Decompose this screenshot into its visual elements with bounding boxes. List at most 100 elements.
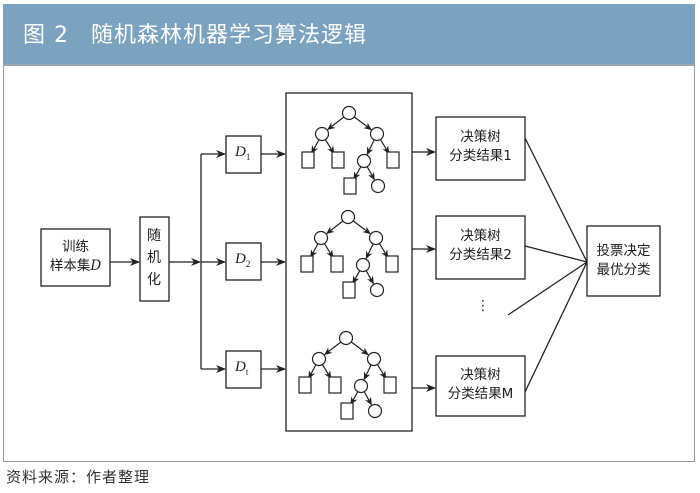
- result-line1: 决策树: [460, 367, 501, 383]
- tree-edge: [324, 139, 335, 155]
- subset-label-2: D2: [235, 251, 250, 269]
- tree-node-leaf: [340, 402, 354, 420]
- tree-node-leaf: [385, 255, 399, 273]
- result-line2: 分类结果1: [449, 148, 512, 164]
- tree-edge: [323, 243, 334, 259]
- tree-node-leaf: [301, 151, 315, 169]
- decision-tree-2: [300, 209, 399, 299]
- tree-node-leaf: [370, 178, 386, 194]
- subset-box-1: [225, 135, 262, 174]
- tree-edge: [321, 364, 332, 380]
- tree-edge: [376, 364, 387, 380]
- tree-edge: [363, 364, 372, 381]
- tree-edge: [311, 139, 320, 154]
- tree-edge: [353, 166, 362, 180]
- tree-node-leaf: [330, 255, 344, 273]
- tree-edge: [324, 341, 342, 356]
- subset-sub: 1: [245, 152, 251, 162]
- result-line2: 分类结果2: [449, 247, 512, 263]
- tree-edge: [352, 270, 361, 284]
- tree-node-internal: [338, 330, 354, 346]
- subset-sub: t: [245, 367, 249, 377]
- result-box-2: [435, 215, 526, 280]
- subset-label-1: D1: [235, 144, 250, 162]
- randomization-label: 随 机 化: [140, 225, 168, 291]
- line-result-2-to-vote: [524, 245, 588, 263]
- tree-node-internal: [341, 105, 357, 121]
- randomization-char-2: 机: [147, 250, 161, 266]
- figure-title-text: 随机森林机器学习算法逻辑: [91, 23, 368, 48]
- more-results-ellipsis: ⋮: [476, 298, 490, 314]
- tree-edge: [308, 364, 317, 379]
- tree-node-internal: [340, 209, 356, 225]
- tree-node-leaf: [367, 403, 383, 419]
- figure-title: 图 2 随机森林机器学习算法逻辑: [23, 17, 367, 49]
- result-line2: 分类结果M: [447, 386, 514, 402]
- tree-node-leaf: [386, 151, 400, 169]
- tree-node-internal: [353, 378, 369, 394]
- source-caption: 资料来源：作者整理: [6, 468, 151, 486]
- result-box-1: [435, 116, 526, 181]
- tree-edge: [366, 139, 375, 156]
- vote-box: [586, 225, 661, 297]
- training-set-var: D: [90, 258, 102, 274]
- subset-var: D: [235, 144, 246, 160]
- randomization-char-3: 化: [147, 272, 161, 288]
- line-result-m-to-vote: [524, 261, 588, 393]
- tree-edge: [365, 270, 374, 285]
- result-line1: 决策树: [460, 129, 501, 145]
- tree-edge: [365, 243, 374, 260]
- tree-node-internal: [311, 351, 327, 367]
- tree-edge: [352, 220, 371, 235]
- tree-edge: [310, 243, 319, 258]
- tree-edge: [350, 341, 369, 356]
- result-line1: 决策树: [460, 228, 501, 244]
- vote-line2: 最优分类: [596, 262, 651, 278]
- vote-line1: 投票决定: [596, 243, 651, 259]
- line-ellipsis-to-vote: [507, 261, 588, 316]
- tree-node-internal: [313, 230, 329, 246]
- tree-node-leaf: [342, 281, 356, 299]
- result-label-1: 决策树 分类结果1: [436, 128, 525, 166]
- decision-tree-3: [298, 330, 397, 420]
- training-set-label: 训练 样本集D: [41, 238, 110, 276]
- tree-edge: [326, 220, 344, 235]
- tree-node-internal: [366, 351, 382, 367]
- randomization-char-1: 随: [147, 228, 161, 244]
- line-result-1-to-vote: [524, 137, 588, 263]
- tree-edge: [327, 116, 345, 131]
- decision-tree-1: [301, 105, 400, 195]
- tree-node-leaf: [300, 255, 314, 273]
- randomization-box: [139, 216, 170, 302]
- result-box-m: [435, 355, 526, 417]
- tree-node-leaf: [383, 376, 397, 394]
- result-label-2: 决策树 分类结果2: [436, 227, 525, 265]
- result-label-m: 决策树 分类结果M: [436, 366, 525, 404]
- subset-label-t: Dt: [235, 359, 248, 377]
- tree-node-leaf: [369, 282, 385, 298]
- figure-header: 图 2 随机森林机器学习算法逻辑: [3, 4, 695, 66]
- subset-sub: 2: [245, 259, 251, 269]
- tree-node-internal: [368, 230, 384, 246]
- figure-label: 图 2: [23, 23, 69, 48]
- training-set-box: [40, 228, 111, 287]
- tree-edge: [378, 243, 389, 259]
- subset-var: D: [235, 359, 246, 375]
- tree-node-leaf: [343, 177, 357, 195]
- vote-label: 投票决定 最优分类: [587, 242, 660, 280]
- subset-var: D: [235, 251, 246, 267]
- training-set-line1: 训练: [62, 239, 89, 255]
- subset-box-2: [225, 242, 262, 281]
- tree-node-leaf: [331, 151, 345, 169]
- tree-node-internal: [356, 153, 372, 169]
- tree-node-internal: [314, 126, 330, 142]
- tree-edge: [366, 166, 375, 181]
- tree-node-internal: [369, 126, 385, 142]
- tree-node-internal: [355, 257, 371, 273]
- tree-edge: [363, 391, 372, 406]
- tree-edge: [353, 116, 372, 131]
- tree-edge: [379, 139, 390, 155]
- tree-edge: [350, 391, 359, 405]
- tree-node-leaf: [328, 376, 342, 394]
